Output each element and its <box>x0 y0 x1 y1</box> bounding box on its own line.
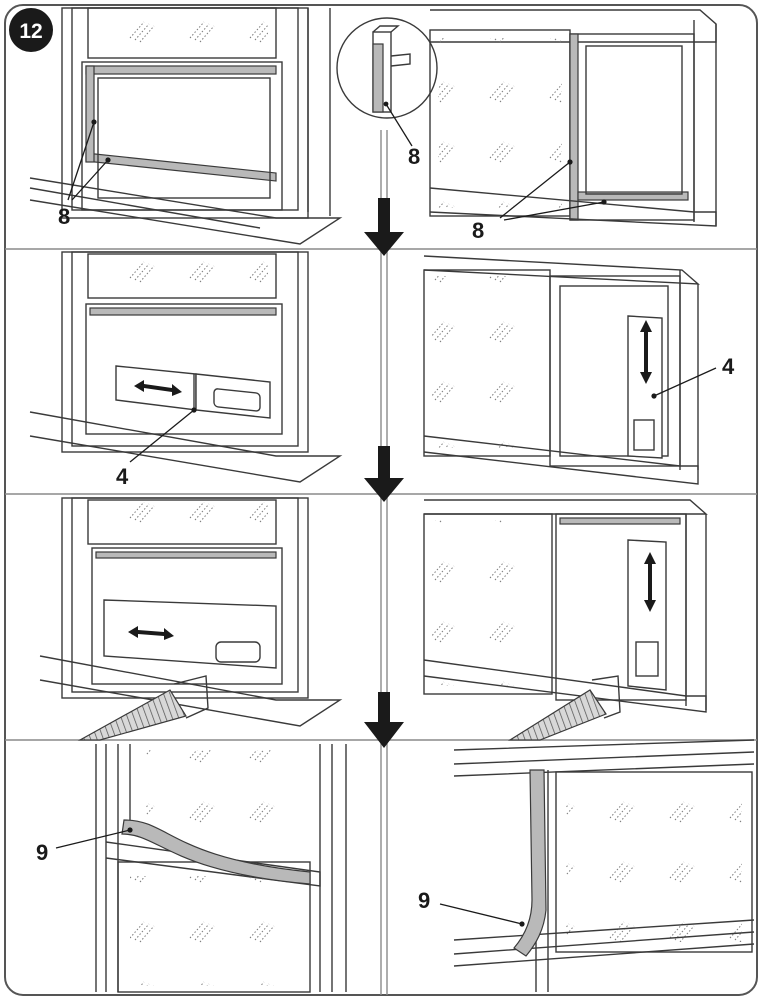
magnifier-circle-icon: 8 <box>336 17 438 169</box>
double-arrow-icon <box>644 552 656 612</box>
callout-label: 8 <box>58 204 70 229</box>
down-arrow-icon <box>364 692 404 748</box>
callout-label: 8 <box>408 144 420 169</box>
row1-left-window <box>29 7 343 245</box>
step-number: 12 <box>19 20 42 43</box>
row4-right-window <box>453 739 755 992</box>
row1-right-window <box>429 9 717 227</box>
callout-label: 9 <box>36 840 48 865</box>
callout-label: 4 <box>722 354 735 379</box>
row3-left-window <box>39 497 343 741</box>
row4-left-window <box>95 744 347 993</box>
down-arrow-icon <box>364 198 404 256</box>
row2-right-window <box>423 255 700 485</box>
callout-label: 9 <box>418 888 430 913</box>
callout-label: 4 <box>116 464 129 489</box>
callout-strip-b: 9 <box>418 888 525 927</box>
double-arrow-icon <box>640 320 652 384</box>
step-badge: 12 <box>9 8 53 52</box>
callout-label: 8 <box>472 218 484 243</box>
double-arrow-icon <box>128 626 174 640</box>
callout-strip-a: 9 <box>36 827 133 865</box>
column-divider <box>380 130 388 995</box>
row2-left-window <box>29 251 343 483</box>
double-arrow-icon <box>134 380 182 396</box>
row3-right-window <box>423 499 708 741</box>
callout-panel-b: 4 <box>651 354 735 399</box>
down-arrow-icon <box>364 446 404 502</box>
callout-seal-a: 8 <box>58 119 111 229</box>
callout-panel-a: 4 <box>116 407 197 489</box>
callout-seal-c: 8 <box>472 159 607 243</box>
